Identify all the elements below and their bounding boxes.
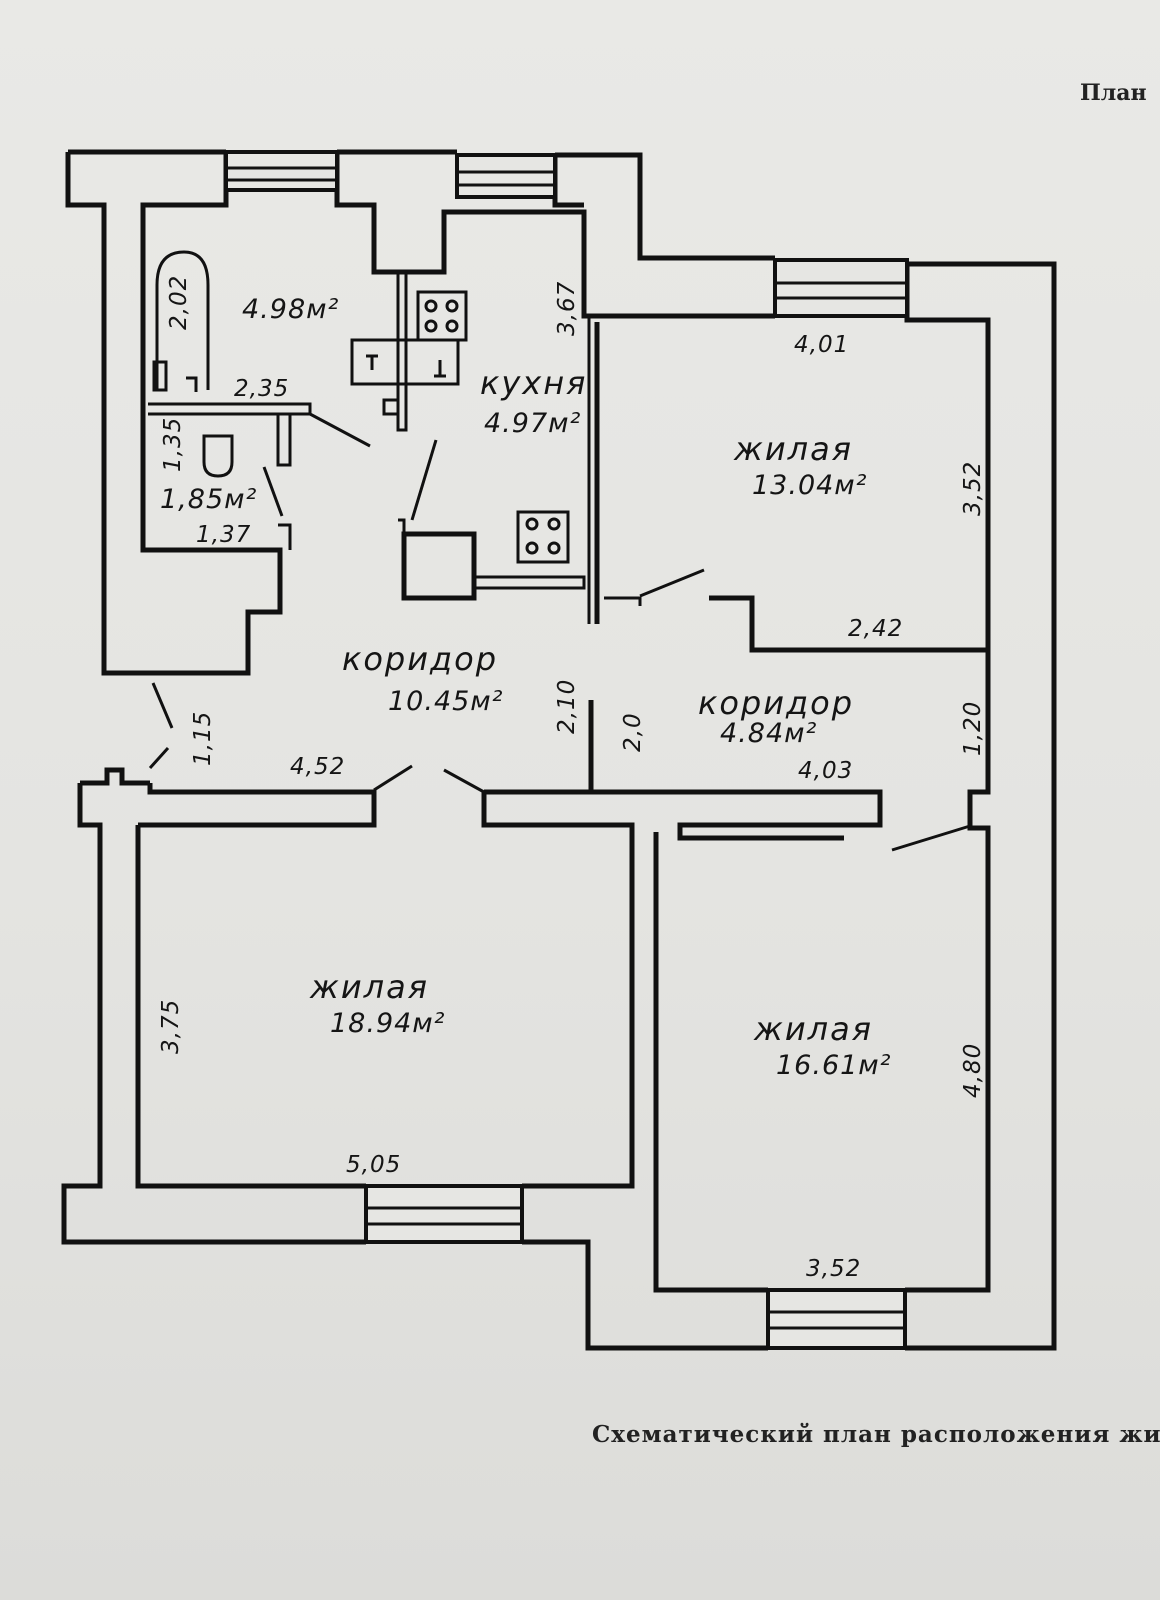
wc-area: 1,85м²: [160, 484, 257, 515]
corridor2-name: коридор: [698, 684, 854, 722]
door-swing-kitchen: [410, 439, 438, 521]
fridge-icon: [401, 531, 477, 601]
living3-name: жилая: [753, 1010, 873, 1048]
toilet-icon: [202, 434, 234, 478]
corridor1-area: 10.45м²: [388, 686, 504, 717]
dim-bath-len: 2,02: [166, 275, 192, 330]
dim-corridor1-side: 1,15: [190, 711, 216, 766]
door-swing-corridor: [443, 768, 485, 794]
sink-icon: [350, 338, 460, 386]
kitchen-area: 4.97м²: [484, 408, 581, 439]
dim-wc-side: 1,35: [160, 417, 186, 472]
door-swing-wc: [262, 466, 284, 517]
corridor2-area: 4.84м²: [720, 718, 817, 749]
door-swing-entrance: [151, 682, 174, 729]
plan-label: План: [1080, 80, 1147, 106]
dim-corridor-gap-a: 2,10: [554, 679, 580, 734]
dim-kitchen-side: 3,67: [554, 281, 580, 336]
door-swing-living3: [891, 824, 971, 852]
door-swing-bath: [309, 412, 371, 448]
living2-area: 18.94м²: [330, 1008, 446, 1039]
bath-area: 4.98м²: [242, 294, 339, 325]
dim-living2-bottom: 5,05: [346, 1152, 401, 1178]
living2-name: жилая: [309, 968, 429, 1006]
doors: [148, 412, 971, 852]
fixtures: [152, 250, 570, 601]
window-top-kitchen: [455, 153, 557, 199]
living3-area: 16.61м²: [776, 1050, 892, 1081]
dim-living2-side: 3,75: [158, 999, 184, 1054]
window-living1: [773, 258, 909, 318]
dim-living1-top: 4,01: [794, 332, 849, 358]
corridor1-name: коридор: [342, 640, 498, 678]
dim-corridor1-bottom: 4,52: [290, 754, 345, 780]
bathtub-icon: [155, 250, 210, 390]
dim-living3-bottom: 3,52: [806, 1256, 861, 1282]
door-swing-living1: [639, 568, 705, 598]
dim-corridor-gap-b: 2,0: [620, 712, 646, 752]
dim-living3-side: 4,80: [960, 1043, 986, 1098]
dim-bath-wc-wall: 2,35: [234, 376, 289, 402]
walls: [61, 149, 1057, 1351]
kitchen-name: кухня: [480, 364, 587, 402]
dim-corridor2-bottom: 4,03: [798, 758, 853, 784]
dim-living1-side: 3,52: [960, 461, 986, 516]
living1-area: 13.04м²: [752, 470, 868, 501]
plan-caption: Схематический план расположения жил: [592, 1421, 1160, 1448]
dim-wc-width: 1,37: [196, 522, 251, 548]
window-top-left: [224, 150, 339, 192]
stove-icon: [516, 510, 570, 564]
dim-corridor2-side: 1,20: [960, 701, 986, 756]
windows: [224, 150, 909, 1350]
window-living3: [766, 1288, 907, 1350]
labels: План Схематический план расположения жил…: [158, 80, 1160, 1448]
living1-name: жилая: [733, 430, 853, 468]
window-living2: [364, 1184, 524, 1244]
dim-living1-bottom: 2,42: [848, 616, 903, 642]
stove-icon: [416, 290, 468, 342]
door-swing-living2: [373, 764, 413, 792]
